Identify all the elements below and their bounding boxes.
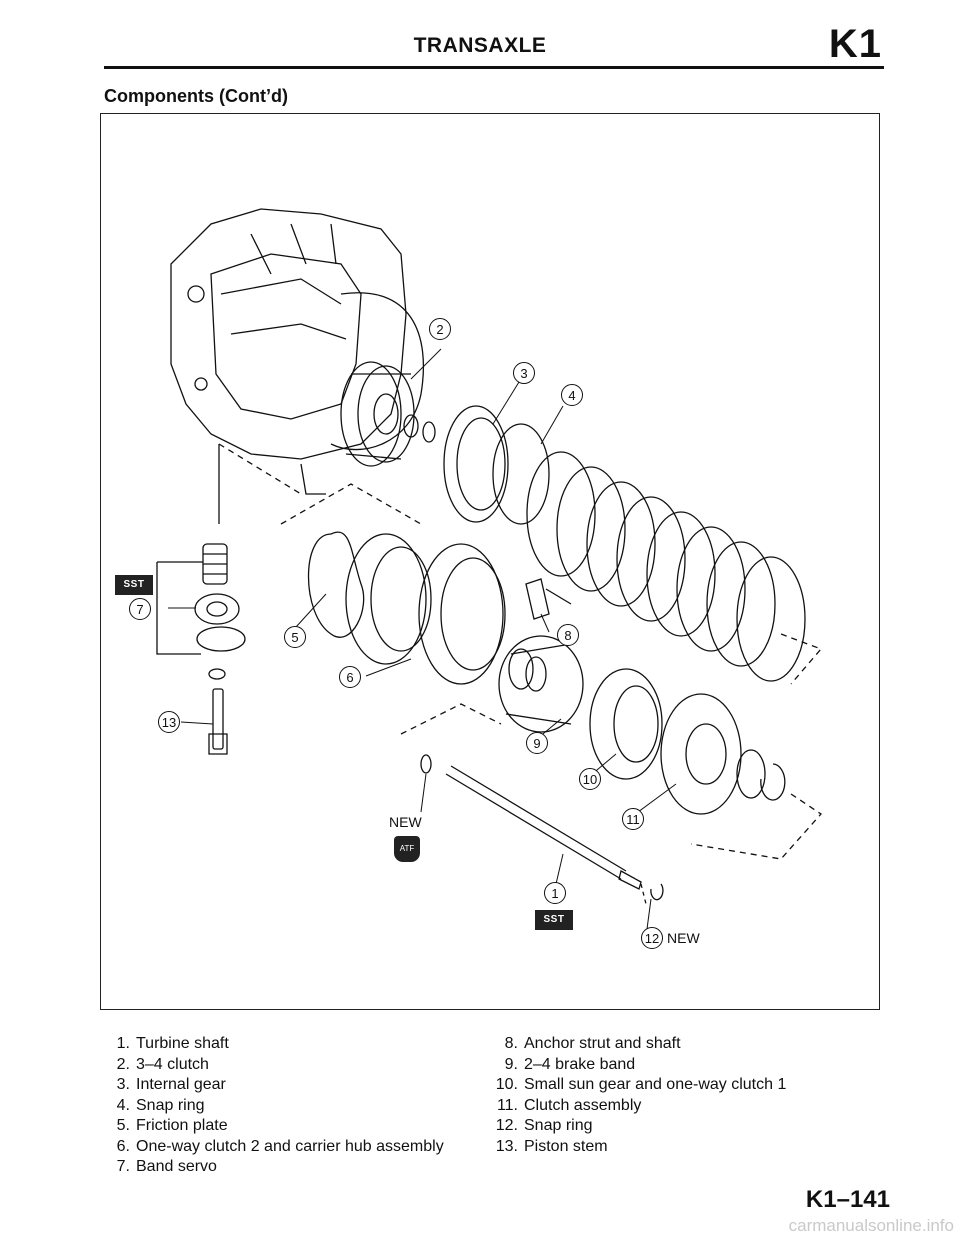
leader-lines <box>168 348 677 930</box>
callout-2: 2 <box>429 318 451 340</box>
legend-item: 1.Turbine shaft <box>116 1035 229 1052</box>
callout-3: 3 <box>513 362 535 384</box>
legend-item: 9.2–4 brake band <box>504 1055 636 1073</box>
part-band-servo <box>156 543 246 680</box>
page-header-title: TRANSAXLE <box>413 34 547 57</box>
transaxle-case <box>170 208 425 524</box>
part-turbine-shaft <box>400 703 664 905</box>
callout-1: 1 <box>544 882 566 904</box>
parts-legend-right: 8.Anchor strut and shaft 9.2–4 brake ban… <box>492 1034 787 1157</box>
header-rule <box>104 66 884 69</box>
part-friction-plate <box>280 483 422 638</box>
part-anchor-strut <box>525 578 572 620</box>
callout-12: 12 <box>641 927 663 949</box>
legend-item: 13.Piston stem <box>495 1137 608 1155</box>
sst-tag-band-servo: SST <box>115 575 153 595</box>
sst-tag-turbine-shaft: SST <box>535 910 573 930</box>
friction-plate-stack <box>526 451 823 685</box>
new-tag-snap-ring: NEW <box>667 930 700 946</box>
legend-item: 12.Snap ring <box>495 1117 593 1134</box>
part-snap-ring-4 <box>492 423 550 525</box>
exploded-view-drawing <box>156 208 823 930</box>
callout-6: 6 <box>339 666 361 688</box>
legend-item: 10.Small sun gear and one-way clutch 1 <box>495 1076 787 1093</box>
part-one-way-clutch-2 <box>345 533 506 685</box>
part-small-sun-gear <box>589 668 663 780</box>
legend-item: 11.Clutch assembly <box>496 1096 642 1114</box>
parts-legend-left: 1.Turbine shaft 2.3–4 clutch 3.Internal … <box>104 1034 444 1178</box>
callout-8: 8 <box>557 624 579 646</box>
part-internal-gear <box>443 405 509 523</box>
callout-5: 5 <box>284 626 306 648</box>
legend-item: 4.Snap ring <box>116 1096 205 1114</box>
exploded-view-figure: 2 3 4 5 6 7 8 9 10 11 12 13 1 SST SST NE… <box>100 113 880 1010</box>
part-piston-stem <box>208 688 228 755</box>
atf-icon: ATF <box>394 836 420 862</box>
legend-item: 5.Friction plate <box>116 1117 228 1134</box>
callout-4: 4 <box>561 384 583 406</box>
part-2-4-brake-band <box>498 635 584 733</box>
section-title: Components (Cont’d) <box>104 86 288 106</box>
callout-10: 10 <box>579 768 601 790</box>
callout-11: 11 <box>622 808 644 830</box>
legend-item: 6.One-way clutch 2 and carrier hub assem… <box>116 1137 444 1155</box>
callout-13: 13 <box>158 711 180 733</box>
section-code: K1 <box>828 22 882 66</box>
legend-item: 8.Anchor strut and shaft <box>504 1035 681 1052</box>
legend-item: 7.Band servo <box>116 1158 217 1175</box>
legend-item: 2.3–4 clutch <box>116 1055 209 1073</box>
callout-7: 7 <box>129 598 151 620</box>
page-number: K1–141 <box>805 1186 890 1213</box>
callout-9: 9 <box>526 732 548 754</box>
new-tag-seal-ring: NEW <box>389 814 422 830</box>
watermark: carmanualsonline.info <box>788 1216 954 1235</box>
legend-item: 3.Internal gear <box>116 1076 226 1093</box>
part-3-4-clutch <box>340 361 436 467</box>
part-clutch-assembly <box>660 693 822 860</box>
